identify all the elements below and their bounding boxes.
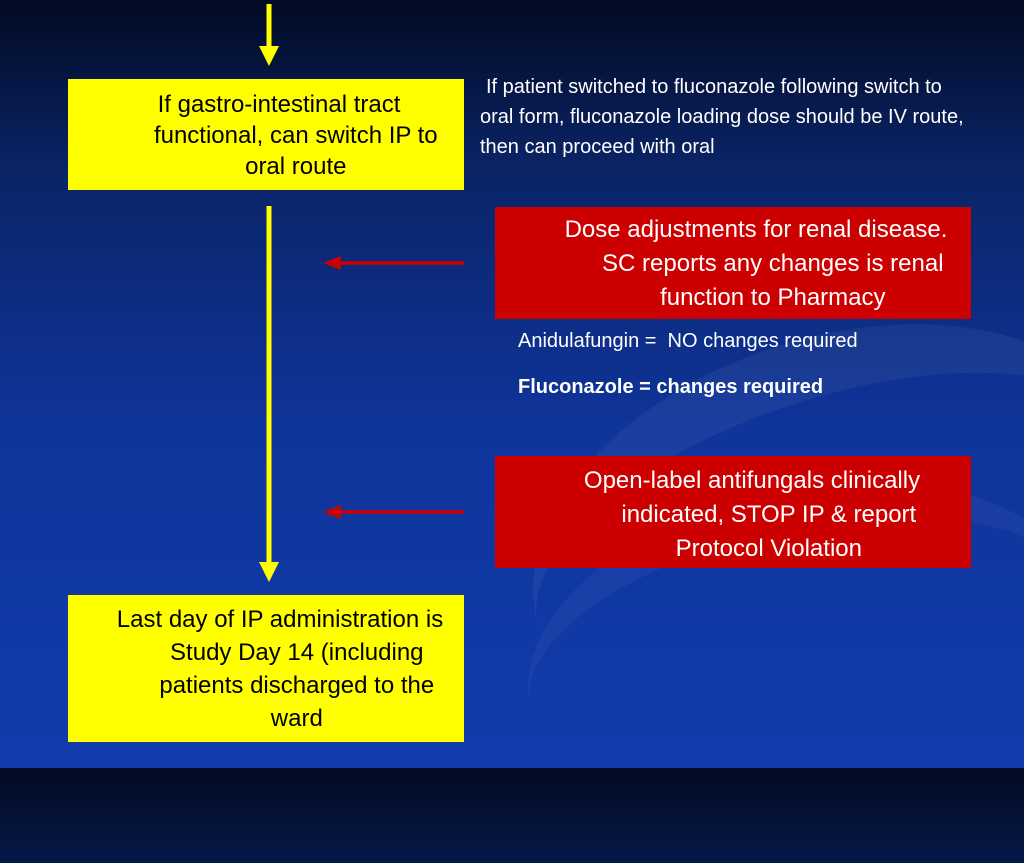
fluconazole-iv-text: If patient switched to fluconazole follo… bbox=[480, 76, 964, 158]
gi-switch-text: If gastro-intestinal tract functional, c… bbox=[153, 91, 438, 180]
open-label-box: Open-label antifungals clinically indica… bbox=[495, 456, 971, 568]
open-label-text: Open-label antifungals clinically indica… bbox=[583, 467, 921, 562]
anidulafungin-note: Anidulafungin = NO changes required bbox=[518, 330, 858, 352]
fluconazole-iv-note: If patient switched to fluconazole follo… bbox=[480, 72, 980, 162]
renal-dose-box: Dose adjustments for renal disease. SC r… bbox=[495, 207, 971, 319]
fluconazole-renal-note: Fluconazole = changes required bbox=[518, 376, 824, 398]
gi-switch-box: If gastro-intestinal tract functional, c… bbox=[68, 79, 464, 190]
renal-dose-text: Dose adjustments for renal disease. SC r… bbox=[564, 216, 948, 311]
last-day-box: Last day of IP administration is Study D… bbox=[68, 595, 464, 742]
last-day-text: Last day of IP administration is Study D… bbox=[116, 606, 444, 732]
flow-arrows bbox=[259, 4, 464, 582]
